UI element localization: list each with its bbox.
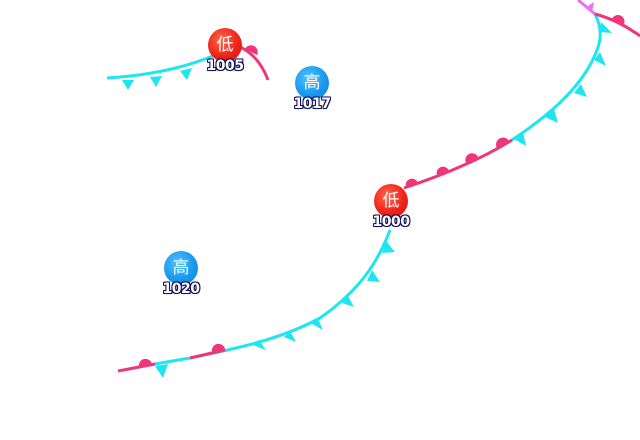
low-pressure-badge: 低 — [374, 184, 408, 218]
cold-front-southwest — [189, 229, 395, 360]
pressure-label: 1005 — [206, 58, 244, 74]
warm-front-1000 — [403, 137, 513, 190]
high-pressure-badge: 高 — [295, 66, 329, 100]
high-pressure-badge: 高 — [164, 251, 198, 285]
warm-front-top-right — [594, 12, 640, 38]
pressure-label: 1000 — [372, 214, 410, 230]
cold-front-west — [106, 53, 216, 90]
pressure-label: 1017 — [293, 96, 331, 112]
high-pressure-center-1020[interactable]: 高 1020 — [151, 251, 211, 297]
low-pressure-center-1000[interactable]: 低 1000 — [361, 184, 421, 230]
low-pressure-badge: 低 — [208, 28, 242, 62]
stationary-front — [117, 343, 226, 378]
occluded-front — [577, 0, 596, 16]
pressure-label: 1020 — [162, 281, 200, 297]
cold-front-northeast — [511, 13, 612, 146]
low-pressure-center-1005[interactable]: 低 1005 — [195, 28, 255, 74]
high-pressure-center-1017[interactable]: 高 1017 — [282, 66, 342, 112]
